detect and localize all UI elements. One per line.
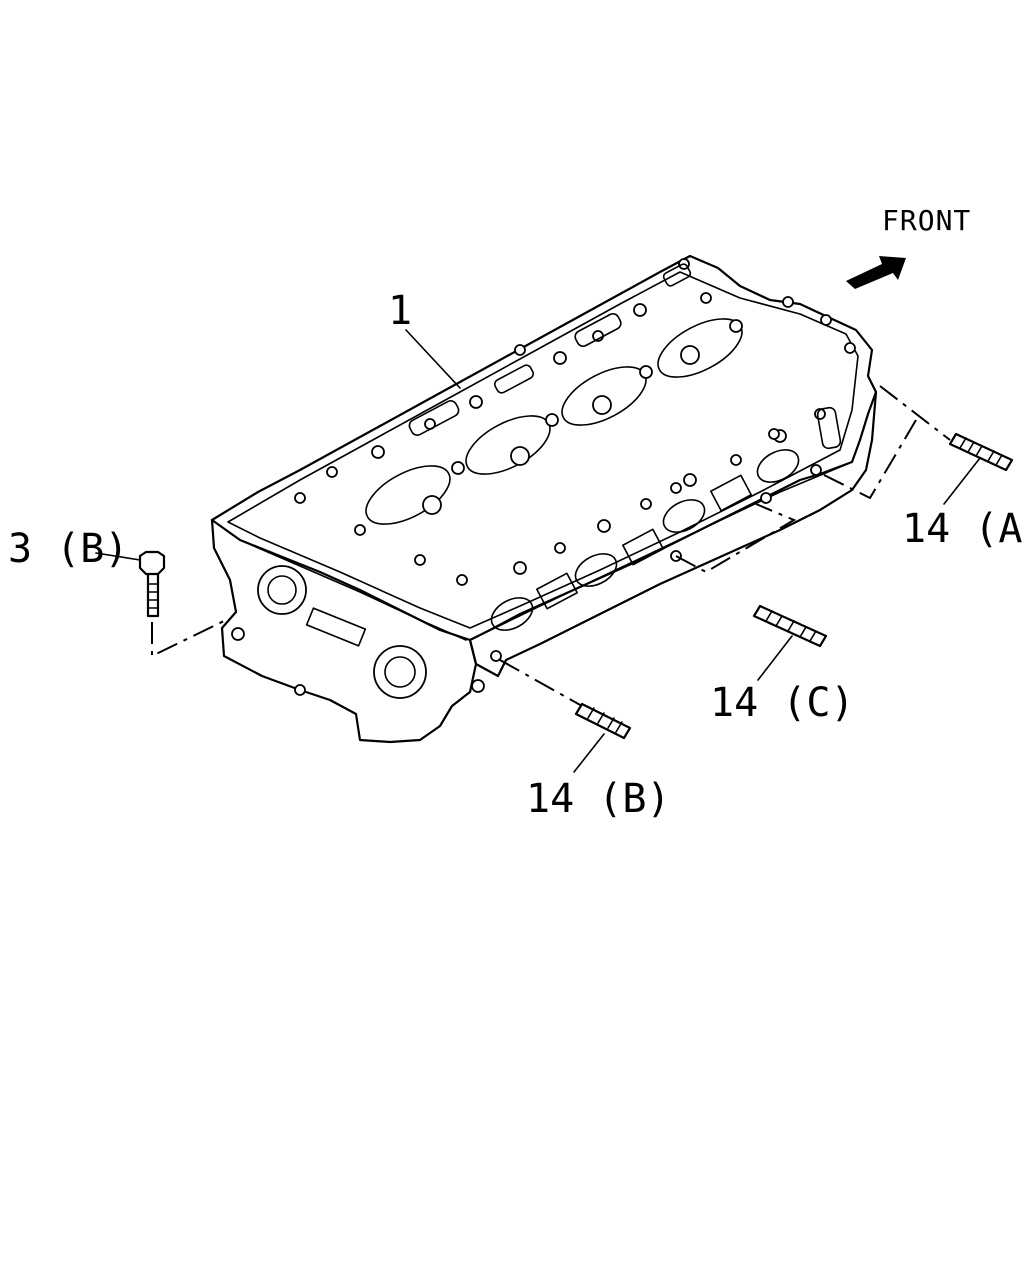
head-deck-rim [227,271,859,629]
head-side-face [468,390,878,678]
stud-14b-leader [573,733,605,773]
deck-slot-4 [494,364,534,394]
cam-bore-left-inner [267,575,297,605]
stud-14b [499,659,632,773]
stud-14a-thread [959,437,1003,466]
bolt-3b-leader [95,552,141,561]
front-small-hole [294,684,306,696]
head-deck-outline [210,254,878,642]
callout-stud-14c: 14 (C) [710,680,855,726]
front-bolt-hole [231,627,245,641]
stud-14a-dashline-2 [821,419,917,500]
cam-bore-right [373,645,427,699]
bolt-3b-dashline [151,619,227,658]
callout-part-1: 1 [388,288,412,334]
stud-14a-icon [948,432,1014,472]
front-indicator: FRONT [846,204,971,289]
stud-14b-icon [574,702,632,740]
bolt-3b-icon [138,550,166,618]
stud-14a [821,385,1014,505]
cam-bore-right-inner [384,656,416,688]
deck-slot-1 [408,400,460,436]
front-label: FRONT [882,204,971,237]
stud-14c [675,503,828,681]
callout-stud-14a: 14 (A) [902,506,1024,552]
deck-slot-2 [574,312,622,348]
deck-thickness-line [239,539,467,641]
deck-slot-3 [662,263,692,287]
stud-14c-dashline [675,503,797,574]
front-arrow-icon [846,256,906,289]
callout-bolt-3b: 3 (B) [8,526,128,572]
stud-14c-thread [765,610,817,642]
front-face-pad [305,607,367,647]
cam-bore-left [257,565,307,615]
bolt-3b [95,550,227,658]
deck-thickness-line-2 [469,461,853,641]
stud-14b-thread [587,707,623,733]
deck-holes [294,258,856,586]
stud-14a-dashline-1 [879,385,951,441]
stud-14a-leader [943,457,981,505]
side-ports [490,406,842,662]
head-front-face [210,518,478,744]
front-lower-hole [471,679,485,693]
stud-14c-leader [757,635,793,681]
combustion-chambers [365,318,743,525]
stud-14b-dashline [499,659,583,707]
cylinder-head [210,254,878,744]
part-1-leader [405,329,461,389]
stud-14c-icon [752,604,828,648]
bolt-3b-thread [147,583,159,609]
callout-stud-14b: 14 (B) [526,776,671,822]
